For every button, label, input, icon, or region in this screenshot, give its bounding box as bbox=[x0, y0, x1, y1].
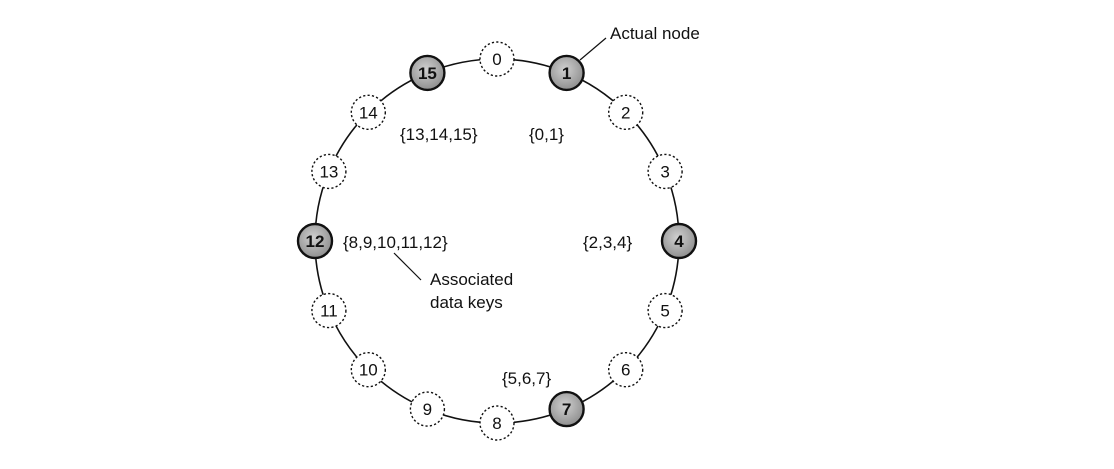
virtual-node-circle bbox=[479, 405, 515, 441]
virtual-node-circle bbox=[350, 94, 386, 131]
node-1: 1 bbox=[548, 54, 585, 92]
virtual-node-circle bbox=[479, 41, 515, 77]
virtual-node-circle bbox=[311, 153, 347, 190]
node-label: 11 bbox=[320, 302, 338, 321]
node-label: 4 bbox=[674, 232, 684, 251]
node-0: 0 bbox=[479, 41, 515, 77]
keys-node-12: {8,9,10,11,12} bbox=[343, 233, 448, 252]
actual-node-circle bbox=[409, 54, 446, 92]
associated-keys-leader-line bbox=[393, 252, 422, 281]
node-label: 14 bbox=[359, 103, 378, 122]
node-label: 10 bbox=[359, 361, 378, 380]
actual-node-circle bbox=[548, 390, 585, 428]
actual-node-circle bbox=[548, 54, 585, 92]
virtual-node-circle bbox=[647, 153, 683, 190]
node-label: 1 bbox=[562, 64, 571, 83]
node-label: 9 bbox=[423, 400, 432, 419]
node-4: 4 bbox=[660, 222, 698, 260]
keys-node-7: {5,6,7} bbox=[502, 369, 551, 388]
node-9: 9 bbox=[409, 391, 446, 427]
node-label: 8 bbox=[492, 414, 501, 433]
node-8: 8 bbox=[479, 405, 515, 441]
virtual-node-circle bbox=[647, 292, 683, 329]
node-6: 6 bbox=[608, 352, 644, 388]
virtual-node-circle bbox=[350, 352, 386, 388]
virtual-node-circle bbox=[608, 352, 644, 388]
node-label: 5 bbox=[660, 302, 669, 321]
node-14: 14 bbox=[350, 94, 386, 131]
node-10: 10 bbox=[350, 352, 386, 388]
node-label: 6 bbox=[621, 361, 630, 380]
node-label: 2 bbox=[621, 103, 630, 122]
node-label: 13 bbox=[319, 162, 338, 181]
associated-keys-callout-line1: Associated bbox=[430, 270, 513, 289]
actual-node-leader-line bbox=[579, 37, 607, 61]
actual-node-circle bbox=[660, 222, 698, 260]
node-13: 13 bbox=[311, 153, 347, 190]
node-label: 12 bbox=[306, 232, 325, 251]
virtual-node-circle bbox=[409, 391, 446, 427]
node-7: 7 bbox=[548, 390, 585, 428]
node-12: 12 bbox=[296, 222, 334, 260]
node-5: 5 bbox=[647, 292, 683, 329]
actual-node-circle bbox=[296, 222, 334, 260]
node-15: 15 bbox=[409, 54, 446, 92]
virtual-node-circle bbox=[311, 292, 347, 329]
actual-node-callout: Actual node bbox=[610, 24, 700, 43]
virtual-node-circle bbox=[608, 94, 644, 131]
node-label: 7 bbox=[562, 400, 571, 419]
keys-node-15: {13,14,15} bbox=[400, 125, 478, 144]
node-2: 2 bbox=[608, 94, 644, 131]
associated-keys-callout-line2: data keys bbox=[430, 293, 503, 312]
node-11: 11 bbox=[311, 292, 347, 329]
node-label: 0 bbox=[492, 50, 501, 69]
node-3: 3 bbox=[647, 153, 683, 190]
node-label: 3 bbox=[660, 162, 669, 181]
keys-node-4: {2,3,4} bbox=[583, 233, 632, 252]
node-label: 15 bbox=[418, 64, 437, 83]
keys-node-1: {0,1} bbox=[529, 125, 564, 144]
